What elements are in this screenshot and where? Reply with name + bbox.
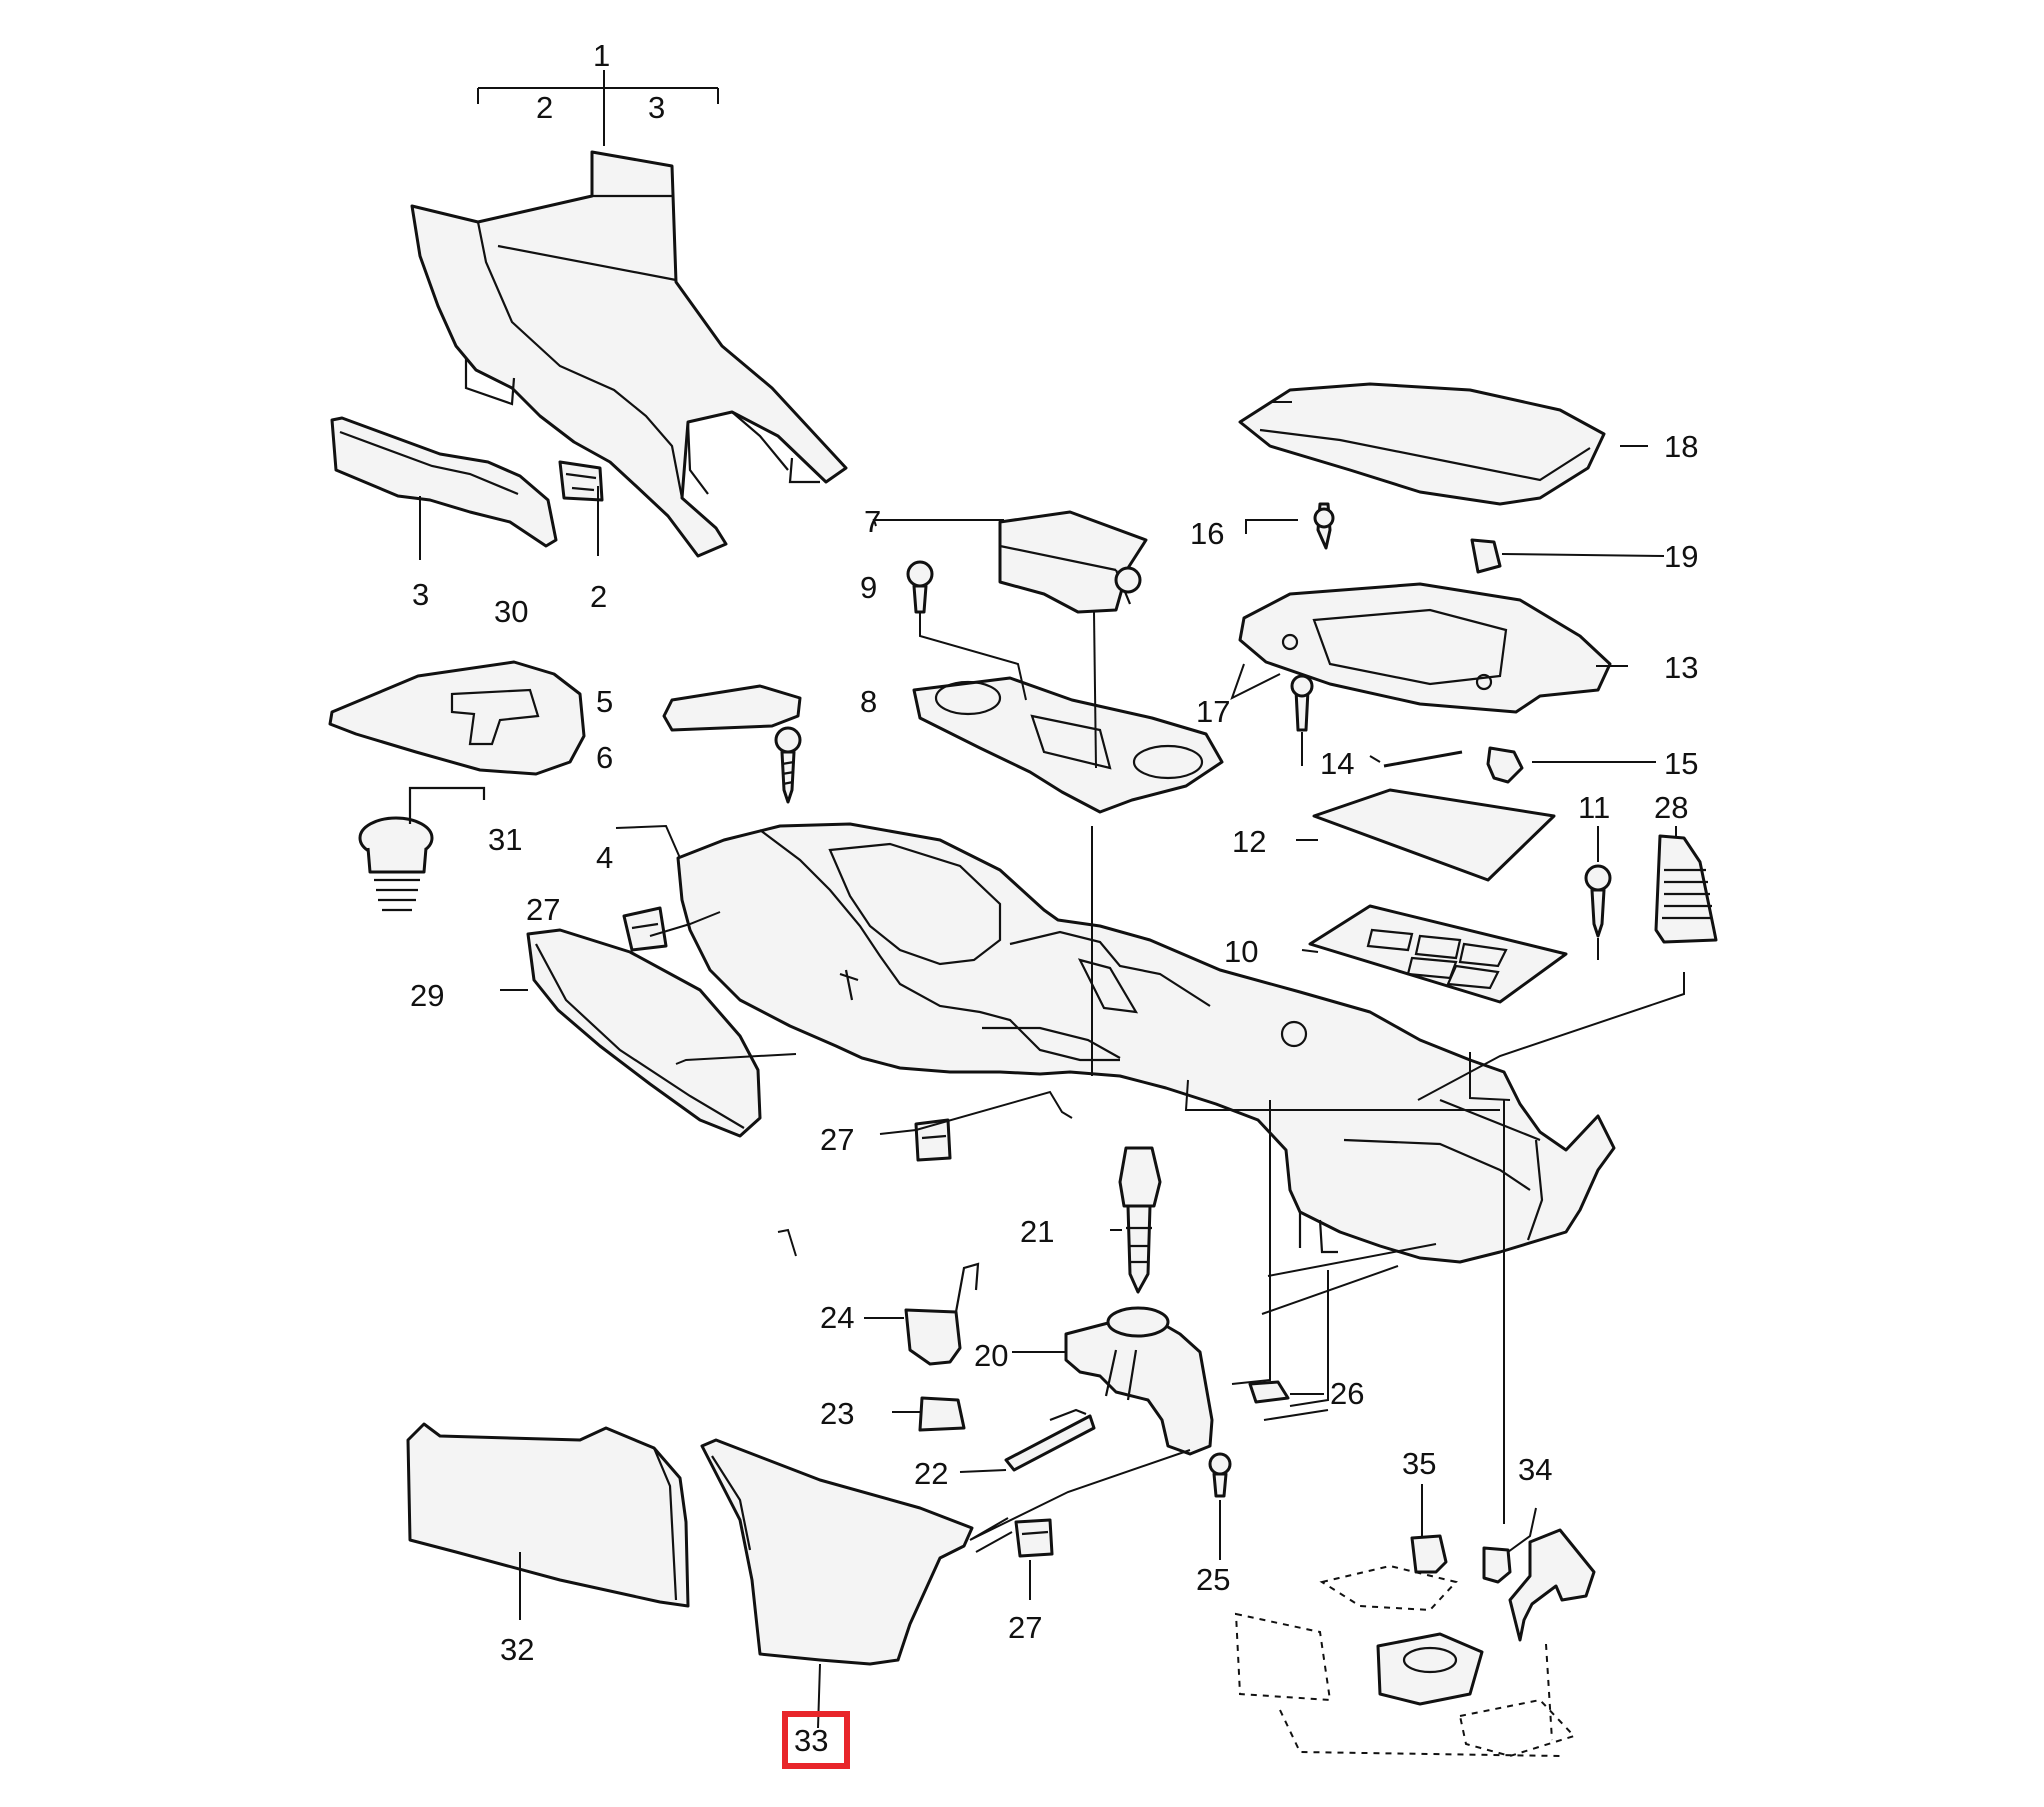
part-20-lock-housing xyxy=(1064,1306,1214,1456)
part-11-screw xyxy=(1584,864,1612,938)
part-7-ashtray xyxy=(998,510,1148,614)
header-label-1: 1 xyxy=(593,38,610,73)
label-27-bottom: 27 xyxy=(1008,1610,1042,1645)
label-3: 3 xyxy=(412,577,429,612)
label-2: 2 xyxy=(590,579,607,614)
part-29-side-panel xyxy=(526,928,762,1138)
part-18-armrest-lid xyxy=(1238,382,1606,506)
label-28: 28 xyxy=(1654,790,1688,825)
label-20: 20 xyxy=(974,1338,1008,1373)
part-32-lower-panel xyxy=(406,1422,690,1608)
label-32: 32 xyxy=(500,1632,534,1667)
label-13: 13 xyxy=(1664,650,1698,685)
part-14-rod xyxy=(1383,750,1463,768)
part-13-armrest-base xyxy=(1238,582,1612,714)
part-10-insert-tray xyxy=(1308,904,1568,1004)
part-5-cover xyxy=(662,684,802,732)
part-30-shift-plate xyxy=(328,660,586,776)
label-11: 11 xyxy=(1578,790,1610,825)
label-8: 8 xyxy=(860,684,877,719)
label-35: 35 xyxy=(1402,1446,1436,1481)
header-label-3: 3 xyxy=(648,90,665,125)
part-3-trim-strip xyxy=(330,416,558,548)
header-label-2: 2 xyxy=(536,90,553,125)
label-34: 34 xyxy=(1518,1452,1552,1487)
label-9: 9 xyxy=(860,570,877,605)
part-21-lock-cylinder xyxy=(1118,1146,1162,1294)
label-27-middle: 27 xyxy=(820,1122,854,1157)
part-25-screw xyxy=(1208,1452,1232,1498)
label-22: 22 xyxy=(914,1456,948,1491)
part-8-cupholder-tray xyxy=(912,676,1224,814)
part-6-screw xyxy=(774,726,802,804)
part-23-bracket xyxy=(918,1396,966,1432)
label-24: 24 xyxy=(820,1300,854,1335)
label-4: 4 xyxy=(596,840,613,875)
label-17: 17 xyxy=(1196,694,1230,729)
part-front-console-shell xyxy=(410,150,848,558)
label-7: 7 xyxy=(864,504,881,539)
part-34-clip xyxy=(1482,1546,1512,1584)
label-33: 33 xyxy=(794,1723,828,1758)
label-16: 16 xyxy=(1190,516,1224,551)
fasteners-16-17-19 xyxy=(1290,502,1502,732)
part-31-shift-spring xyxy=(358,786,486,912)
header-bracket: 1 2 3 xyxy=(477,38,719,146)
part-35-clip xyxy=(1410,1534,1448,1574)
part-26-nut xyxy=(1248,1380,1290,1404)
part-2-clip xyxy=(558,460,604,502)
label-15: 15 xyxy=(1664,746,1698,781)
label-31: 31 xyxy=(488,822,522,857)
lower-assembly-sketch xyxy=(1234,1528,1596,1758)
label-27-top: 27 xyxy=(526,892,560,927)
label-23: 23 xyxy=(820,1396,854,1431)
part-4-main-console xyxy=(676,822,1616,1264)
part-28-gaiter xyxy=(1654,834,1718,944)
label-21: 21 xyxy=(1020,1214,1054,1249)
part-labels: 3 2 30 5 6 31 4 27 29 27 7 9 8 16 18 19 … xyxy=(410,429,1698,1769)
part-15-clip xyxy=(1486,746,1524,784)
label-6: 6 xyxy=(596,740,613,775)
label-30: 30 xyxy=(494,594,528,629)
part-9-screw xyxy=(906,560,934,614)
highlight-box-33 xyxy=(782,1711,850,1769)
label-5: 5 xyxy=(596,684,613,719)
label-10: 10 xyxy=(1224,934,1258,969)
part-12-mat xyxy=(1312,788,1556,882)
label-29: 29 xyxy=(410,978,444,1013)
part-27-clips xyxy=(622,906,1054,1558)
part-33-lower-panel xyxy=(700,1438,974,1666)
label-14: 14 xyxy=(1320,746,1354,781)
label-12: 12 xyxy=(1232,824,1266,859)
label-26: 26 xyxy=(1330,1376,1364,1411)
label-19: 19 xyxy=(1664,539,1698,574)
label-25: 25 xyxy=(1196,1562,1230,1597)
part-22-lever xyxy=(1004,1408,1096,1472)
leader-lines xyxy=(419,401,1685,1729)
part-24-switch xyxy=(904,1262,980,1366)
label-18: 18 xyxy=(1664,429,1698,464)
